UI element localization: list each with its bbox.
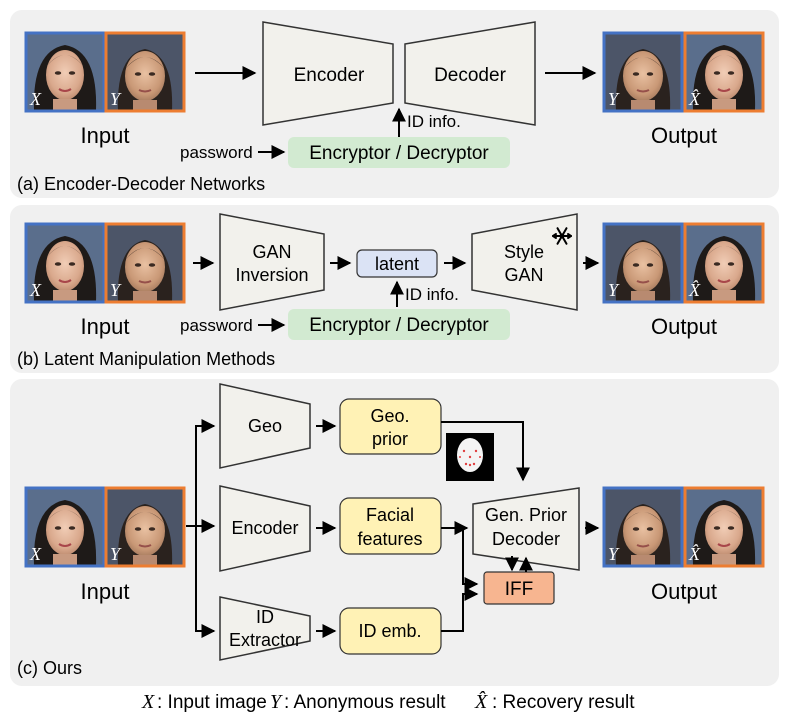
panel-c-gen-prior-decoder-label-2: Decoder <box>492 529 560 549</box>
panel-c-input-x-image: X <box>24 486 106 568</box>
panel-a-decoder-label: Decoder <box>434 65 506 86</box>
legend-x-desc: : Input image <box>157 692 267 713</box>
panel-c-id-extractor-block <box>219 596 311 661</box>
panel-c-input-y-image: Y <box>104 486 186 568</box>
panel-c-output-xhat-image: X̂ <box>683 486 765 568</box>
panel-b-latent-label: latent <box>375 254 419 274</box>
panel-c-gen-prior-decoder-block <box>472 487 580 571</box>
panel-b-output-y-symbol: Y <box>608 280 620 300</box>
panel-b-input-x-symbol: X <box>29 280 42 300</box>
panel-c-caption: (c) Ours <box>17 658 82 678</box>
panel-a-output-label: Output <box>651 123 717 148</box>
panel-b: X Y Input GAN Inversion latent Style GAN <box>10 205 779 373</box>
panel-c-output-y-image: Y <box>602 486 684 568</box>
panel-a-decoder-block <box>404 21 536 126</box>
panel-b-stylegan-block <box>471 213 578 311</box>
panel-a-output-xhat-image: X̂ <box>683 31 765 113</box>
panel-c-encoder-label: Encoder <box>231 518 298 538</box>
panel-a-output-y-image: Y <box>602 31 684 113</box>
panel-b-gan-inversion-label-2: Inversion <box>235 265 308 285</box>
panel-c-id-emb-label: ID emb. <box>358 621 421 641</box>
panel-b-gan-inversion-block <box>219 213 325 311</box>
legend: X : Input image Y : Anonymous result X̂ … <box>141 690 635 713</box>
panel-a-input-label: Input <box>81 123 130 148</box>
panel-b-output-xhat-symbol: X̂ <box>688 280 701 300</box>
panel-c-iff-box <box>483 571 555 605</box>
panel-c-output-xhat-symbol: X̂ <box>688 544 701 564</box>
panel-c-arrow-geo-prior-to-decoder <box>441 421 530 482</box>
panel-a-input-y-image: Y <box>104 31 186 113</box>
panel-a-encoder-label: Encoder <box>294 65 365 86</box>
panel-a-input-x-image: X <box>24 31 106 113</box>
panel-c-facial-features-box <box>339 497 442 555</box>
panel-b-output-label: Output <box>651 314 717 339</box>
panel-b-password-label: password <box>180 316 253 335</box>
panel-c-arrow-facial-to-iff <box>456 527 479 591</box>
panel-c-geo-prior-box <box>339 398 442 455</box>
panel-c-geo-prior-label-2: prior <box>372 429 408 449</box>
panel-c-output-label: Output <box>651 579 717 604</box>
panel-a-input-x-symbol: X <box>29 89 42 109</box>
panel-a-id-info-label: ID info. <box>407 112 461 131</box>
panel-b-latent-box <box>356 249 438 278</box>
panel-c-input-label: Input <box>81 579 130 604</box>
panel-b-id-info-label: ID info. <box>405 285 459 304</box>
panel-c-geo-label: Geo <box>248 416 282 436</box>
panel-b-stylegan-label-2: GAN <box>504 265 543 285</box>
panel-a-output-xhat-symbol: X̂ <box>688 89 701 109</box>
panel-a-password-label: password <box>180 143 253 162</box>
panel-c-id-extractor-label-1: ID <box>256 607 274 627</box>
panel-b-crypto-label: Encryptor / Decryptor <box>309 315 489 336</box>
panel-b-output-xhat-image: X̂ <box>683 222 765 304</box>
panel-c-geo-prior-label-1: Geo. <box>370 406 409 426</box>
panel-b-caption: (b) Latent Manipulation Methods <box>17 349 275 369</box>
panel-b-input-label: Input <box>81 314 130 339</box>
panel-a-encoder-block <box>262 21 394 126</box>
panel-b-stylegan-label-1: Style <box>504 242 544 262</box>
panel-c-input-y-symbol: Y <box>110 544 122 564</box>
panel-c-input-x-symbol: X <box>29 544 42 564</box>
legend-y-symbol: Y <box>270 691 283 713</box>
panel-c-geo-block <box>219 383 311 469</box>
panel-a-crypto-label: Encryptor / Decryptor <box>309 143 489 164</box>
panel-a-input-y-symbol: Y <box>110 89 122 109</box>
legend-xhat-desc: : Recovery result <box>492 692 635 713</box>
panel-a: X Y Input Encoder Decoder ID info. passw… <box>10 10 779 198</box>
panel-b-crypto-box <box>288 309 510 340</box>
panel-b-input-y-image: Y <box>104 222 186 304</box>
snowflake-icon <box>552 227 572 245</box>
panel-b-input-y-symbol: Y <box>110 280 122 300</box>
legend-x-symbol: X <box>141 691 155 713</box>
panel-b-input-x-image: X <box>24 222 106 304</box>
panel-c-gen-prior-decoder-label-1: Gen. Prior <box>485 505 567 525</box>
panel-a-crypto-box <box>288 137 510 168</box>
panel-c-encoder-block <box>219 485 311 572</box>
panel-c-branch-to-id-extractor <box>195 526 216 638</box>
panel-c-facial-features-label-1: Facial <box>366 505 414 525</box>
panel-a-caption: (a) Encoder-Decoder Networks <box>17 174 265 194</box>
panel-c-output-y-symbol: Y <box>608 544 620 564</box>
panel-c-arrow-id-emb-to-iff <box>441 587 479 632</box>
panel-c-iff-label: IFF <box>505 579 534 600</box>
panel-c: X Y Input Geo Geo. prior <box>10 379 779 686</box>
panel-c-branch-to-geo <box>186 419 216 527</box>
panel-b-gan-inversion-label-1: GAN <box>252 242 291 262</box>
panel-c-id-extractor-label-2: Extractor <box>229 630 301 650</box>
panel-c-landmark-image <box>446 433 494 481</box>
panel-a-background <box>10 10 779 198</box>
legend-xhat-symbol: X̂ <box>474 690 488 713</box>
legend-y-desc: : Anonymous result <box>284 692 446 713</box>
panel-a-output-y-symbol: Y <box>608 89 620 109</box>
panel-c-facial-features-label-2: features <box>357 529 422 549</box>
panel-b-output-y-image: Y <box>602 222 684 304</box>
